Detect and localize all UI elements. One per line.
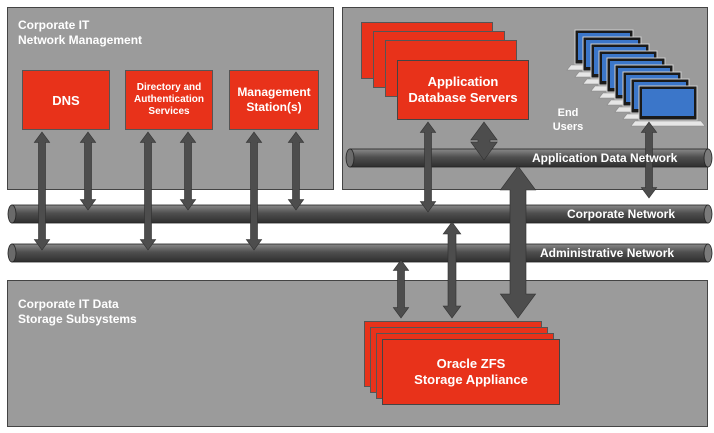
double-arrow-icon [287,131,305,211]
directory-services-box: Directory and Authentication Services [125,70,213,130]
application-data-network-pipe [345,148,713,168]
double-arrow-icon [442,221,462,319]
double-arrow-icon [640,121,658,199]
application-data-network-label: Application Data Network [532,151,678,165]
double-arrow-icon [419,121,437,213]
double-arrow-icon [499,165,537,319]
storage-panel [7,280,708,427]
double-arrow-icon [179,131,197,211]
double-arrow-icon [470,121,498,161]
corporate-network-pipe [7,204,713,224]
end-users-label: End Users [552,107,584,133]
network-management-title: Corporate IT Network Management [18,18,143,47]
double-arrow-icon [392,259,410,319]
administrative-network-pipe [7,243,713,263]
double-arrow-icon [139,131,157,251]
storage-title: Corporate IT Data Storage Subsystems [18,297,137,326]
double-arrow-icon [245,131,263,251]
administrative-network-label: Administrative Network [540,246,675,260]
double-arrow-icon [33,131,51,251]
application-database-servers: Application Database Servers [397,60,529,120]
oracle-zfs-storage-appliance: Oracle ZFS Storage Appliance [382,339,560,405]
corporate-network-label: Corporate Network [567,207,676,221]
dns-box: DNS [22,70,110,130]
management-stations-box: Management Station(s) [229,70,319,130]
double-arrow-icon [79,131,97,211]
